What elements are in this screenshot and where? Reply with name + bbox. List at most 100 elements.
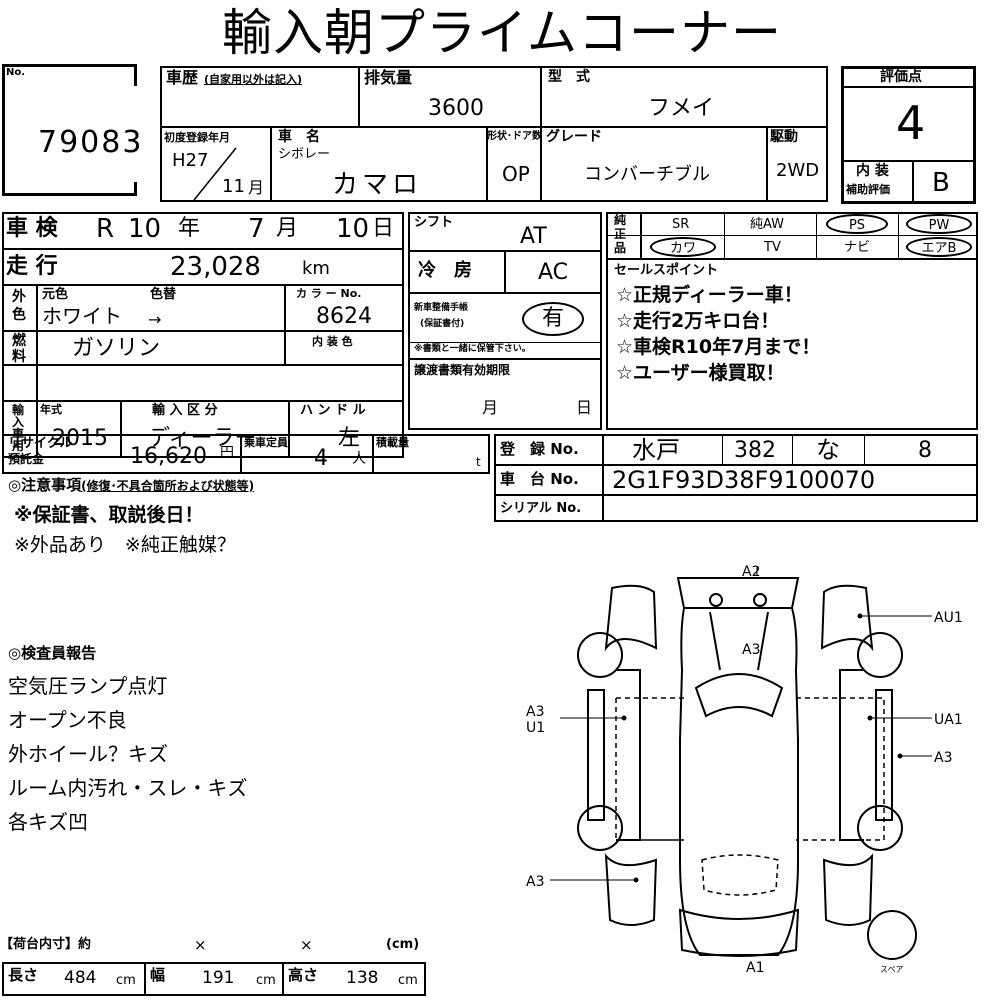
inspection-year-unit: 年 bbox=[178, 216, 201, 241]
label-a2: A2 bbox=[742, 564, 760, 580]
load-label: 積載量 bbox=[376, 436, 409, 449]
fender-rear-left bbox=[604, 853, 658, 926]
interior-label: 内 装 bbox=[856, 163, 889, 179]
label-a3-left: A3 bbox=[526, 874, 544, 890]
rear-bumper bbox=[678, 908, 800, 957]
score-value: 4 bbox=[896, 96, 926, 150]
equip-airbag-circle: エアB bbox=[906, 237, 972, 257]
handle-label: ハ ン ド ル bbox=[300, 403, 366, 418]
warranty-label-1: 新車整備手帳 bbox=[414, 303, 469, 313]
registration-area: 水戸 bbox=[632, 436, 680, 464]
equipment-grid bbox=[606, 212, 978, 430]
registration-class: 382 bbox=[734, 438, 776, 463]
fuel-value: ガソリン bbox=[72, 336, 161, 361]
capacity-value: 4 bbox=[314, 446, 328, 471]
shift-value: AT bbox=[520, 224, 547, 249]
transfer-day-unit: 日 bbox=[576, 398, 593, 417]
car-damage-diagram: A2 A3 AU1 A3 U1 UA1 A3 A3 A1 スペア bbox=[526, 564, 963, 976]
width-value: 191 bbox=[202, 968, 235, 988]
equipment-side-3: 品 bbox=[614, 241, 627, 255]
label-ua1: UA1 bbox=[934, 712, 963, 728]
label-a1: A1 bbox=[746, 960, 764, 976]
notes-label: ◎注意事項(修復･不具合箇所および状態等) bbox=[8, 478, 254, 493]
fender-rear-right bbox=[822, 853, 874, 926]
height-value: 138 bbox=[346, 968, 379, 988]
import-side-4: 用 bbox=[12, 439, 25, 453]
label-au1: AU1 bbox=[934, 610, 963, 626]
wheel-rear-left bbox=[577, 805, 623, 851]
equip-ps-circle: PS bbox=[826, 214, 888, 234]
cargo-unit: (cm) bbox=[386, 937, 420, 952]
history-note: (自家用以外は記入) bbox=[204, 73, 303, 86]
history-label: 車歴 bbox=[166, 68, 199, 87]
mileage-label: 走 行 bbox=[6, 254, 58, 279]
recycle-unit: 円 bbox=[220, 445, 234, 461]
shift-label: シフト bbox=[414, 215, 454, 230]
recycle-value: 16,620 bbox=[130, 444, 207, 469]
import-year-label: 年式 bbox=[40, 403, 62, 416]
warranty-note: ※書類と一緒に保管下さい。 bbox=[414, 344, 531, 354]
inspection-era: R bbox=[96, 214, 115, 244]
drive-label: 駆動 bbox=[770, 129, 798, 145]
inspection-label: 車 検 bbox=[6, 216, 58, 241]
equip-tv: TV bbox=[764, 240, 781, 255]
fuel-side-2: 料 bbox=[12, 349, 26, 365]
equip-ps: PS bbox=[848, 218, 866, 233]
serial-label: シリアル No. bbox=[500, 501, 582, 516]
fuel-side-1: 燃 bbox=[12, 333, 26, 349]
label-spare: スペア bbox=[880, 965, 903, 974]
cargo-label: 【荷台内寸】約 bbox=[0, 937, 92, 952]
inspector-label: ◎検査員報告 bbox=[8, 644, 97, 662]
label-a3u1-b: U1 bbox=[526, 720, 545, 736]
width-label: 幅 bbox=[150, 966, 166, 984]
first-reg-label: 初度登録年月 bbox=[164, 131, 230, 144]
color-arrow: → bbox=[148, 310, 162, 329]
inspection-month: 7 bbox=[248, 214, 265, 244]
sales-point-3: ☆車検R10年7月まで！ bbox=[616, 336, 821, 358]
car-name-value: カマロ bbox=[332, 170, 423, 200]
fender-front-left bbox=[604, 584, 658, 652]
height-cm: cm bbox=[398, 973, 418, 988]
import-side-2: 入 bbox=[12, 415, 25, 429]
transfer-label: 譲渡書類有効期限 bbox=[414, 363, 511, 377]
notes-label-text: ◎注意事項 bbox=[8, 476, 82, 494]
inspector-line-4: ルーム内汚れ・スレ・キズ bbox=[8, 776, 248, 800]
cabin-outline bbox=[615, 697, 885, 896]
interior-score: B bbox=[932, 168, 950, 198]
equipment-side-1: 純 bbox=[614, 213, 627, 227]
page-title: 輸入朝プライムコーナー bbox=[222, 4, 782, 62]
inspector-line-2: オープン不良 bbox=[8, 708, 127, 732]
equip-aw: 純AW bbox=[750, 217, 785, 232]
wheel-front-right bbox=[857, 632, 903, 678]
top-info-grid bbox=[160, 66, 828, 202]
car-body bbox=[679, 607, 799, 956]
no-value: 79083 bbox=[38, 125, 144, 160]
no-label: No. bbox=[6, 67, 26, 78]
length-value: 484 bbox=[64, 968, 97, 988]
recycle-label-2: 預託金 bbox=[8, 452, 45, 466]
equip-sr: SR bbox=[672, 217, 690, 232]
color-orig-value: ホワイト bbox=[42, 304, 122, 328]
first-reg-month: 11 bbox=[222, 176, 245, 197]
registration-grid bbox=[494, 434, 978, 522]
sales-point-2: ☆走行2万キロ台！ bbox=[616, 310, 780, 332]
inspector-line-5: 各キズ凹 bbox=[8, 810, 88, 834]
cargo-grid bbox=[2, 962, 426, 996]
recycle-row bbox=[2, 434, 490, 474]
note-line-1: ※保証書、取説後日！ bbox=[14, 504, 204, 526]
recycle-label-1: リサイクル bbox=[8, 436, 73, 451]
color-side-1: 外 bbox=[12, 289, 26, 305]
equip-leather-circle: カワ bbox=[650, 237, 716, 257]
import-kubun-label: 輸 入 区 分 bbox=[152, 403, 218, 418]
cargo-x2: × bbox=[300, 936, 313, 954]
height-label: 高さ bbox=[288, 966, 319, 984]
wheel-front-left bbox=[577, 632, 623, 678]
registration-label: 登 録 No. bbox=[500, 440, 579, 458]
label-a3u1-a: A3 bbox=[526, 704, 544, 720]
color-change-label: 色替 bbox=[150, 287, 177, 302]
equip-pw: PW bbox=[928, 218, 950, 233]
chassis-label: 車 台 No. bbox=[500, 470, 579, 488]
shape-value: OP bbox=[502, 162, 530, 186]
inspection-year: 10 bbox=[128, 214, 162, 244]
first-reg-era: H27 bbox=[172, 150, 209, 171]
